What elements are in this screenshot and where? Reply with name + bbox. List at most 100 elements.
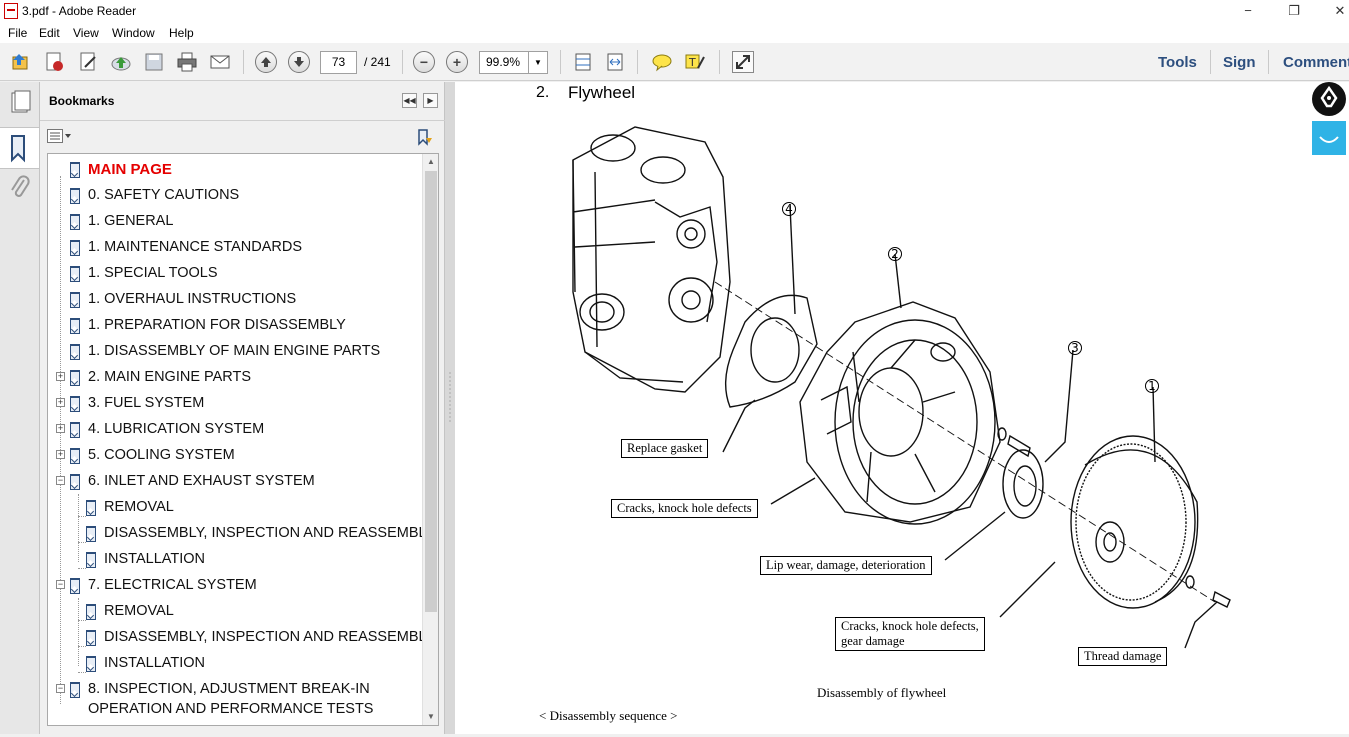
bookmark-options-menu-icon[interactable] [47, 129, 73, 146]
bookmark-label: 1. GENERAL [88, 213, 174, 229]
zoom-out-button[interactable]: − [413, 51, 435, 73]
bookmark-icon [68, 188, 80, 204]
fit-width-icon[interactable] [604, 51, 626, 73]
bookmark-icon [68, 474, 80, 490]
bookmark-label: 4. LUBRICATION SYSTEM [88, 421, 265, 437]
expand-toggle[interactable]: + [56, 423, 65, 433]
expand-toggle[interactable]: + [56, 397, 65, 407]
save-icon[interactable] [143, 51, 165, 73]
collapse-toggle[interactable]: − [56, 579, 65, 589]
bookmark-item[interactable]: DISASSEMBLY, INSPECTION AND REASSEMBLY [84, 523, 435, 543]
zoom-input[interactable]: 99.9% [479, 51, 529, 74]
bookmark-label: REMOVAL [104, 603, 174, 619]
bookmark-item[interactable]: 8. INSPECTION, ADJUSTMENT BREAK-IN [68, 679, 370, 699]
previous-page-button[interactable] [255, 51, 277, 73]
bookmark-icon [11, 135, 25, 163]
bookmark-item-continuation[interactable]: OPERATION AND PERFORMANCE TESTS [88, 699, 373, 719]
bookmark-item[interactable]: REMOVAL [84, 497, 174, 517]
upload-cloud-icon[interactable] [110, 51, 132, 73]
bookmark-item[interactable]: 7. ELECTRICAL SYSTEM [68, 575, 257, 595]
open-file-icon[interactable] [10, 51, 32, 73]
bookmark-label: REMOVAL [104, 499, 174, 515]
bookmark-item[interactable]: 1. PREPARATION FOR DISASSEMBLY [68, 315, 346, 335]
highlight-text-icon[interactable]: T [684, 51, 706, 73]
bookmark-item[interactable]: 5. COOLING SYSTEM [68, 445, 235, 465]
collapse-toggle[interactable]: − [56, 475, 65, 485]
bookmark-item[interactable]: 4. LUBRICATION SYSTEM [68, 419, 264, 439]
part-number-2: 2 [888, 247, 902, 261]
floating-smile-tool-icon[interactable] [1312, 121, 1346, 155]
close-button[interactable]: ✕ [1334, 3, 1346, 18]
bookmark-item[interactable]: 6. INLET AND EXHAUST SYSTEM [68, 471, 315, 491]
bookmark-icon [84, 604, 96, 620]
email-icon[interactable] [209, 51, 231, 73]
floating-pen-tool-icon[interactable] [1312, 82, 1346, 116]
svg-text:T: T [688, 56, 696, 69]
attachments-paperclip-icon[interactable] [8, 174, 32, 205]
hide-panel-icon[interactable]: ▶ [423, 93, 438, 108]
bookmark-item[interactable]: REMOVAL [84, 601, 174, 621]
bookmark-item[interactable]: 1. DISASSEMBLY OF MAIN ENGINE PARTS [68, 341, 380, 361]
document-view[interactable]: 2. Flywheel [455, 82, 1349, 734]
callout-cracks-knock-hole: Cracks, knock hole defects [611, 499, 758, 518]
expand-toggle[interactable]: + [56, 371, 65, 381]
scroll-down-arrow-icon[interactable]: ▼ [427, 712, 435, 721]
bookmark-item[interactable]: 1. SPECIAL TOOLS [68, 263, 218, 283]
bookmark-item[interactable]: INSTALLATION [84, 653, 205, 673]
toolbar-separator [719, 50, 720, 74]
menu-view[interactable]: View [73, 26, 99, 40]
menu-edit[interactable]: Edit [39, 26, 60, 40]
minimize-button[interactable]: − [1244, 3, 1252, 18]
collapse-toggle[interactable]: − [56, 683, 65, 693]
bookmark-scrollbar[interactable]: ▲ ▼ [422, 154, 438, 725]
bookmark-icon [68, 422, 80, 438]
bookmark-item[interactable]: MAIN PAGE [68, 159, 172, 179]
bookmark-label: 7. ELECTRICAL SYSTEM [88, 577, 257, 593]
tree-connector [78, 672, 86, 673]
collapse-panel-icon[interactable]: ◀◀ [402, 93, 417, 108]
bookmark-item[interactable]: 1. OVERHAUL INSTRUCTIONS [68, 289, 296, 309]
bookmark-item[interactable]: INSTALLATION [84, 549, 205, 569]
next-page-button[interactable] [288, 51, 310, 73]
comment-link[interactable]: Comment [1283, 54, 1349, 71]
bookmark-item[interactable]: 0. SAFETY CAUTIONS [68, 185, 239, 205]
tools-link[interactable]: Tools [1158, 54, 1197, 71]
edit-pdf-icon[interactable] [77, 51, 99, 73]
bookmark-icon [68, 214, 80, 230]
scroll-thumb[interactable] [425, 171, 437, 612]
tree-connector [78, 598, 79, 666]
scroll-up-arrow-icon[interactable]: ▲ [427, 157, 435, 166]
bookmark-item[interactable]: 2. MAIN ENGINE PARTS [68, 367, 251, 387]
menu-file[interactable]: File [8, 26, 28, 40]
bookmark-item[interactable]: DISASSEMBLY, INSPECTION AND REASSEMBLY [84, 627, 435, 647]
full-screen-expand-icon[interactable] [732, 51, 754, 73]
bookmark-icon [68, 266, 80, 282]
page-thumbnails-icon[interactable] [8, 90, 32, 117]
menu-window[interactable]: Window [112, 26, 155, 40]
toolbar-separator [243, 50, 244, 74]
bookmark-item[interactable]: 1. GENERAL [68, 211, 173, 231]
bookmarks-panel-tab[interactable] [0, 127, 39, 169]
create-pdf-icon[interactable] [43, 51, 65, 73]
zoom-dropdown-chevron-down-icon[interactable]: ▼ [528, 51, 548, 74]
panel-splitter[interactable] [445, 82, 455, 734]
restore-button[interactable]: ❐ [1288, 3, 1300, 18]
disassembly-sequence-heading: < Disassembly sequence > [539, 708, 678, 723]
comment-bubble-icon[interactable] [651, 51, 673, 73]
expand-bookmark-icon[interactable] [416, 128, 434, 149]
print-icon[interactable] [176, 51, 198, 73]
figure-caption: Disassembly of flywheel [817, 685, 947, 700]
bookmark-label: INSTALLATION [104, 655, 205, 671]
tree-connector [78, 494, 79, 562]
bookmark-tree: + + + + − − − MAIN PAGE 0. SAFETY CAUTIO… [47, 153, 439, 726]
page-number-input[interactable]: 73 [320, 51, 357, 74]
bookmark-label: 1. SPECIAL TOOLS [88, 265, 218, 281]
bookmark-item[interactable]: 1. MAINTENANCE STANDARDS [68, 237, 302, 257]
fit-page-icon[interactable] [572, 51, 594, 73]
sign-link[interactable]: Sign [1223, 54, 1256, 71]
zoom-in-button[interactable]: + [446, 51, 468, 73]
expand-toggle[interactable]: + [56, 449, 65, 459]
section-heading: Flywheel [568, 83, 636, 102]
menu-help[interactable]: Help [169, 26, 194, 40]
bookmark-item[interactable]: 3. FUEL SYSTEM [68, 393, 204, 413]
